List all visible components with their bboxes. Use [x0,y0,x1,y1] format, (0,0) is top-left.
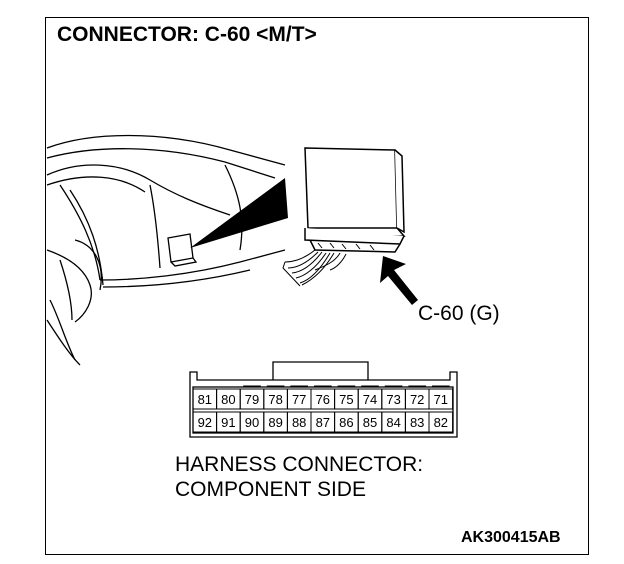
figure-code: AK300415AB [461,529,561,546]
ecu-module [304,147,406,253]
dashboard-illustration [46,134,286,366]
pin-label-71: 71 [434,392,448,407]
pin-label-86: 86 [339,415,353,430]
connector-title: CONNECTOR: C-60 <M/T> [57,23,317,46]
pin-label-81: 81 [198,392,212,407]
pin-label-92: 92 [198,415,212,430]
pin-label-76: 76 [316,392,330,407]
pin-label-74: 74 [363,392,377,407]
pin-label-72: 72 [410,392,424,407]
pin-label-89: 89 [268,415,282,430]
pin-label-77: 77 [292,392,306,407]
caption-line-1: HARNESS CONNECTOR: [175,453,424,476]
pin-label-73: 73 [386,392,400,407]
pin-label-80: 80 [221,392,235,407]
caption-line-2: COMPONENT SIDE [175,478,366,501]
pin-label-75: 75 [339,392,353,407]
pin-label-90: 90 [245,415,259,430]
harness-wires [282,249,347,287]
harness-caption: HARNESS CONNECTOR: COMPONENT SIDE [175,452,423,502]
pin-label-79: 79 [245,392,259,407]
harness-connector-face [189,361,458,438]
pin-label-88: 88 [292,415,306,430]
pin-cell-82 [428,411,454,433]
pin-label-87: 87 [316,415,330,430]
connector-callout-label: C-60 (G) [418,302,500,325]
connector-pins: 81 80 79 78 77 76 75 74 73 72 71 92 91 90 89 88 87 86 85 84… [192,385,454,433]
pin-cell-71 [428,388,454,410]
pin-label-91: 91 [221,415,235,430]
pin-label-82: 82 [434,415,448,430]
pin-label-83: 83 [410,415,424,430]
pointer-wedge [190,178,288,248]
pin-label-85: 85 [363,415,377,430]
pin-label-78: 78 [268,392,282,407]
pin-label-84: 84 [386,415,400,430]
callout-arrow [380,256,418,305]
